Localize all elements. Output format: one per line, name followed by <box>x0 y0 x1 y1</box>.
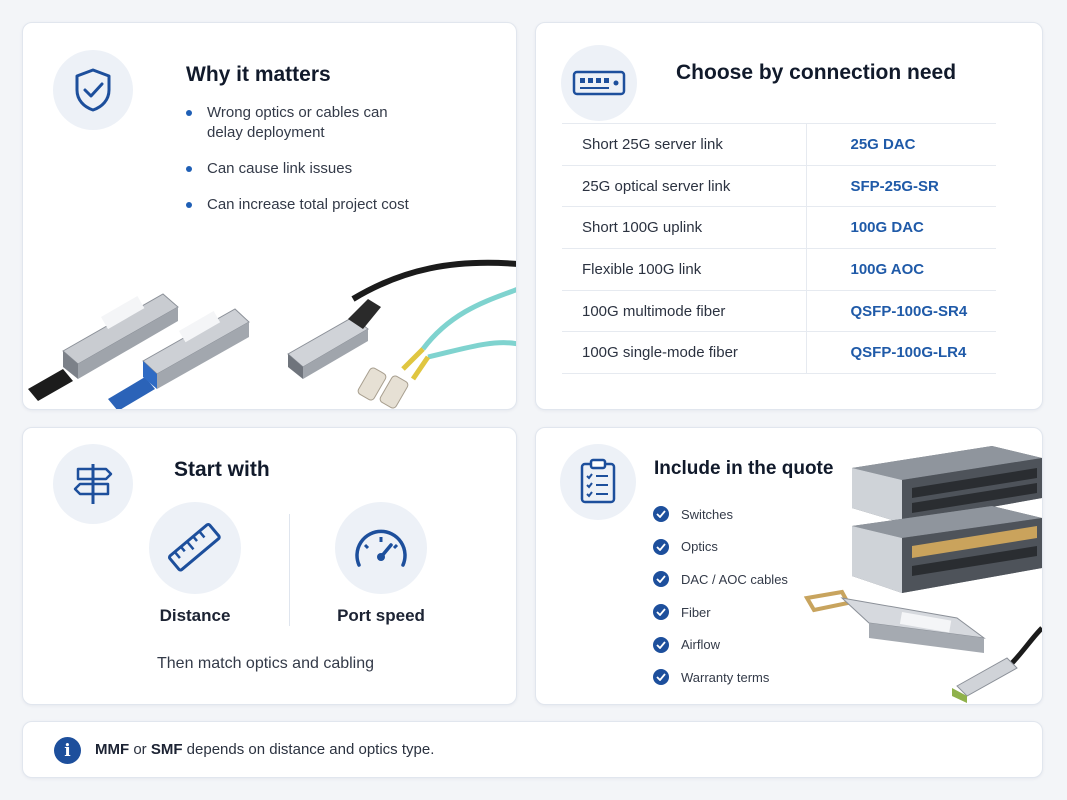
list-item: Fiber <box>653 596 788 629</box>
note-rest: depends on distance and optics type. <box>182 741 435 758</box>
note-term-mmf: MMF <box>95 741 130 758</box>
qsfp-cable-image <box>287 259 516 379</box>
info-note-bar: i MMF or SMF depends on distance and opt… <box>22 721 1043 778</box>
speedometer-icon <box>335 502 427 594</box>
check-circle-icon <box>653 571 669 588</box>
network-switch-icon <box>561 45 637 121</box>
quote-item-label: Switches <box>681 506 734 522</box>
connection-table: Short 25G server link 25G DAC 25G optica… <box>562 123 996 375</box>
port-speed-metric: Port speed <box>306 502 456 626</box>
ruler-icon <box>149 502 241 594</box>
connection-need-cell: 100G single-mode fiber <box>562 331 807 375</box>
transceiver-and-cable-illustration <box>28 259 516 409</box>
fiber-patch-cable-image <box>357 287 516 409</box>
check-circle-icon <box>653 669 669 686</box>
note-term-smf: SMF <box>150 741 183 758</box>
why-it-matters-card: Why it matters Wrong optics or cables ca… <box>22 22 517 410</box>
network-switch-image <box>852 446 1042 523</box>
info-icon: i <box>54 737 81 764</box>
table-row: Short 100G uplink 100G DAC <box>562 206 996 250</box>
why-bullet-list: Wrong optics or cables can delay deploym… <box>185 103 415 231</box>
divider <box>289 514 290 626</box>
connection-need-cell: 25G optical server link <box>562 165 807 208</box>
port-speed-label: Port speed <box>337 606 425 625</box>
distance-label: Distance <box>159 606 231 625</box>
quote-title: Include in the quote <box>654 458 834 479</box>
why-bullet: Can increase total project cost <box>185 195 415 215</box>
distance-metric: Distance <box>120 502 270 626</box>
recommended-part-cell: 25G DAC <box>806 123 996 166</box>
table-row: Flexible 100G link 100G AOC <box>562 248 996 291</box>
check-circle-icon <box>653 636 669 653</box>
quote-item-label: Fiber <box>681 604 711 620</box>
include-in-quote-card: Include in the quote Switches Optics DAC… <box>535 427 1043 705</box>
connection-need-cell: Short 100G uplink <box>562 206 807 250</box>
why-title: Why it matters <box>186 63 331 86</box>
recommended-part-cell: 100G AOC <box>806 248 996 291</box>
sfp-module-blue-image <box>108 308 250 409</box>
shield-check-icon <box>53 50 133 130</box>
sfp-module-black-image <box>28 293 179 401</box>
connection-need-cell: Short 25G server link <box>562 123 807 166</box>
then-match-text: Then match optics and cabling <box>157 655 375 672</box>
signpost-icon <box>53 444 133 524</box>
table-row: Short 25G server link 25G DAC <box>562 123 996 166</box>
list-item: Airflow <box>653 628 788 661</box>
network-switch-image <box>852 506 1042 593</box>
clipboard-checklist-icon <box>560 444 636 520</box>
quote-item-label: Airflow <box>681 637 721 653</box>
note-connector: or <box>129 741 151 758</box>
recommended-part-cell: QSFP-100G-SR4 <box>806 290 996 333</box>
connection-need-cell: 100G multimode fiber <box>562 290 807 333</box>
dac-cable-image <box>952 626 1042 703</box>
list-item: Optics <box>653 531 788 564</box>
check-circle-icon <box>653 506 669 523</box>
switch-hardware-illustration <box>803 446 1042 703</box>
list-item: DAC / AOC cables <box>653 563 788 596</box>
table-row: 100G single-mode fiber QSFP-100G-LR4 <box>562 331 996 375</box>
table-row: 25G optical server link SFP-25G-SR <box>562 165 996 208</box>
recommended-part-cell: 100G DAC <box>806 206 996 250</box>
why-bullet: Can cause link issues <box>185 159 415 179</box>
connection-need-cell: Flexible 100G link <box>562 248 807 291</box>
check-circle-icon <box>653 604 669 621</box>
quote-item-label: Warranty terms <box>681 669 770 685</box>
quote-item-label: Optics <box>681 539 718 555</box>
list-item: Switches <box>653 498 788 531</box>
quote-checklist: Switches Optics DAC / AOC cables Fiber A… <box>653 498 788 694</box>
info-note-text: MMF or SMF depends on distance and optic… <box>95 741 434 758</box>
quote-item-label: DAC / AOC cables <box>681 571 788 587</box>
start-title: Start with <box>174 458 270 481</box>
why-bullet: Wrong optics or cables can delay deploym… <box>185 103 415 143</box>
start-with-card: Start with Distance <box>22 427 517 705</box>
check-circle-icon <box>653 538 669 555</box>
recommended-part-cell: SFP-25G-SR <box>806 165 996 208</box>
choose-title: Choose by connection need <box>676 61 957 84</box>
table-row: 100G multimode fiber QSFP-100G-SR4 <box>562 290 996 333</box>
choose-by-connection-card: Choose by connection need Short 25G serv… <box>535 22 1043 410</box>
qsfp-module-image <box>803 589 986 653</box>
list-item: Warranty terms <box>653 661 788 694</box>
recommended-part-cell: QSFP-100G-LR4 <box>806 331 996 375</box>
